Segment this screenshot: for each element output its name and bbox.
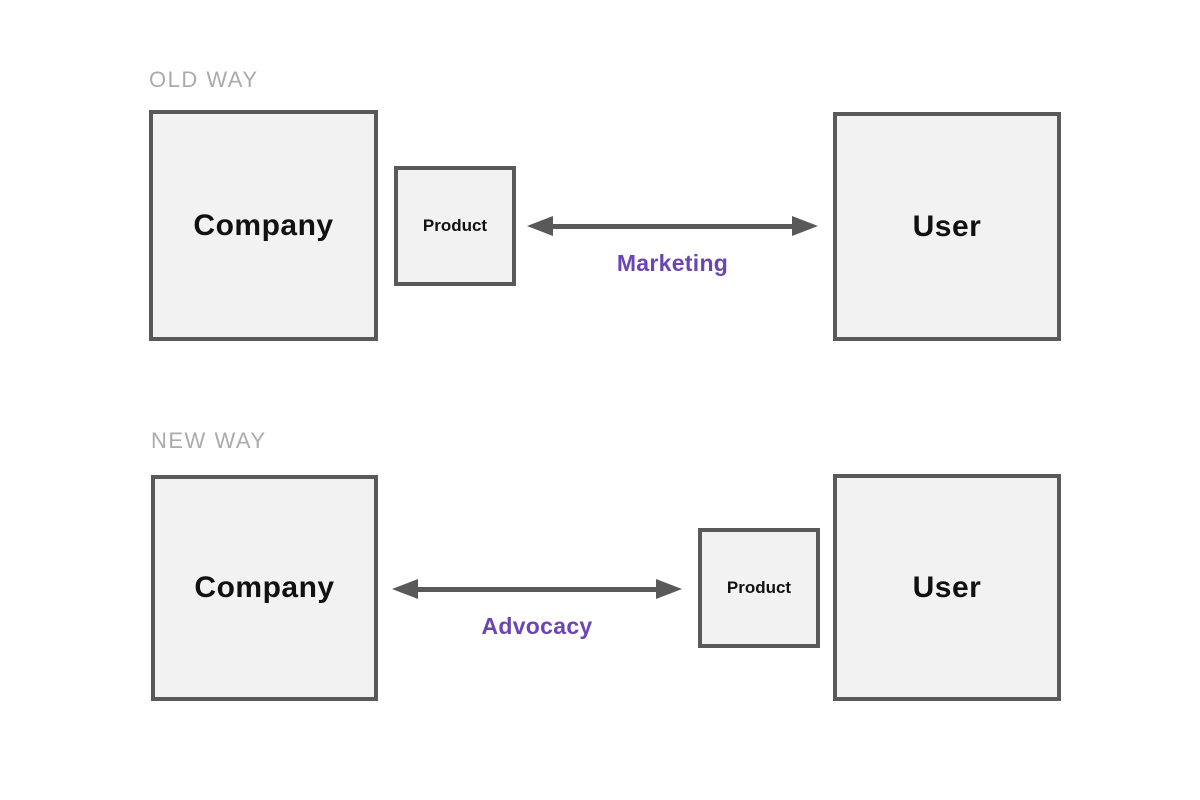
arrow-shaft [418, 586, 656, 592]
new-way-user-box: User [833, 474, 1061, 701]
new-way-arrow-label: Advocacy [481, 613, 593, 639]
new-way-section-label: NEW WAY [151, 428, 267, 453]
new-way-double-arrow [392, 579, 682, 599]
arrow-shaft [553, 223, 792, 229]
old-way-arrow-label: Marketing [616, 250, 729, 276]
arrowhead-right-icon [792, 216, 818, 236]
old-way-user-label: User [912, 209, 982, 243]
new-way-company-box: Company [151, 475, 378, 701]
arrowhead-left-icon [527, 216, 553, 236]
new-way-product-box: Product [698, 528, 820, 648]
old-way-double-arrow [527, 216, 818, 236]
old-way-user-box: User [833, 112, 1061, 341]
old-way-company-label: Company [193, 208, 334, 242]
new-way-company-label: Company [194, 571, 335, 604]
old-way-section-label: OLD WAY [149, 67, 259, 92]
new-way-user-label: User [912, 570, 982, 604]
arrowhead-right-icon [656, 579, 682, 599]
new-way-product-label: Product [726, 578, 792, 597]
old-way-product-box: Product [394, 166, 516, 286]
old-way-company-box: Company [149, 110, 378, 341]
old-way-product-label: Product [422, 216, 488, 235]
arrowhead-left-icon [392, 579, 418, 599]
